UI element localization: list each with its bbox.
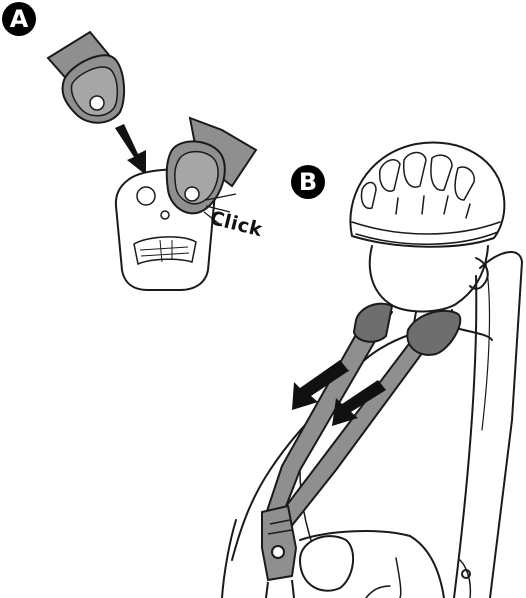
seat-shell <box>480 252 522 598</box>
step-a-badge: A <box>2 2 36 36</box>
harness-straps <box>262 304 460 598</box>
step-b-badge: B <box>291 165 325 199</box>
child-head <box>370 246 488 312</box>
buckle-detail-group <box>48 32 256 290</box>
child-hand <box>300 536 353 591</box>
tongue-hole-upper <box>90 96 104 110</box>
release-button <box>134 237 196 264</box>
helmet <box>350 142 504 246</box>
insert-arrow <box>115 124 146 175</box>
tongue-hole-lower <box>185 187 199 201</box>
left-shoulder-pad <box>354 304 392 342</box>
crotch-buckle <box>262 506 296 580</box>
child-arm <box>222 520 236 598</box>
